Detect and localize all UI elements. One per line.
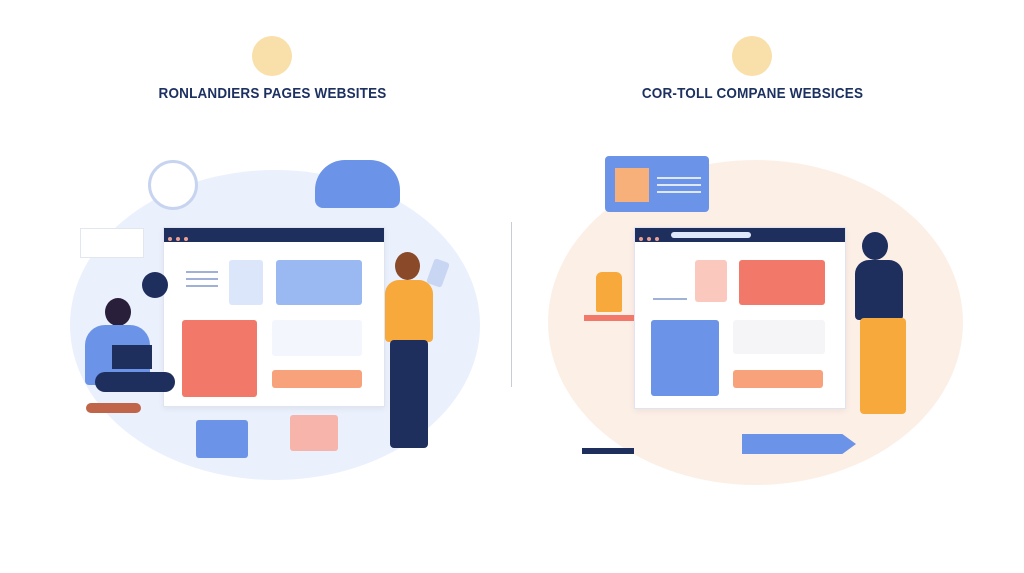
standing-person-head xyxy=(395,252,420,280)
left-browser-window xyxy=(163,227,385,407)
right-person-head xyxy=(862,232,888,260)
right-browser-window xyxy=(634,227,846,409)
briefcase-icon xyxy=(290,415,338,451)
cta-button[interactable] xyxy=(272,370,362,388)
folder-icon xyxy=(196,420,248,458)
right-title: COR-TOLL COMPANE WEBSICES xyxy=(641,85,864,102)
profile-card xyxy=(605,156,709,212)
left-logo-icon xyxy=(252,36,292,76)
chart-card xyxy=(651,320,719,396)
tag-card xyxy=(80,228,144,258)
right-logo-icon xyxy=(732,36,772,76)
right-person-legs xyxy=(860,318,906,414)
cloud-icon xyxy=(315,160,400,208)
sitting-person-legs xyxy=(95,372,175,392)
search-bubble-icon xyxy=(142,272,168,298)
standing-person-body xyxy=(385,280,433,342)
standing-person-legs xyxy=(390,340,428,448)
sitting-person-head xyxy=(105,298,131,326)
trophy-icon xyxy=(596,272,622,312)
laptop-icon xyxy=(112,345,152,369)
cta-button[interactable] xyxy=(733,370,823,388)
left-title: RONLANDIERS PAGES WEBSITES xyxy=(158,85,387,102)
desk-lamp-icon xyxy=(582,448,634,454)
right-person-body xyxy=(855,260,903,320)
pencil-icon xyxy=(742,434,856,454)
chair xyxy=(86,403,141,413)
divider xyxy=(511,222,512,387)
clock-icon xyxy=(148,160,198,210)
chart-card xyxy=(182,320,257,397)
pedestal xyxy=(584,315,634,321)
